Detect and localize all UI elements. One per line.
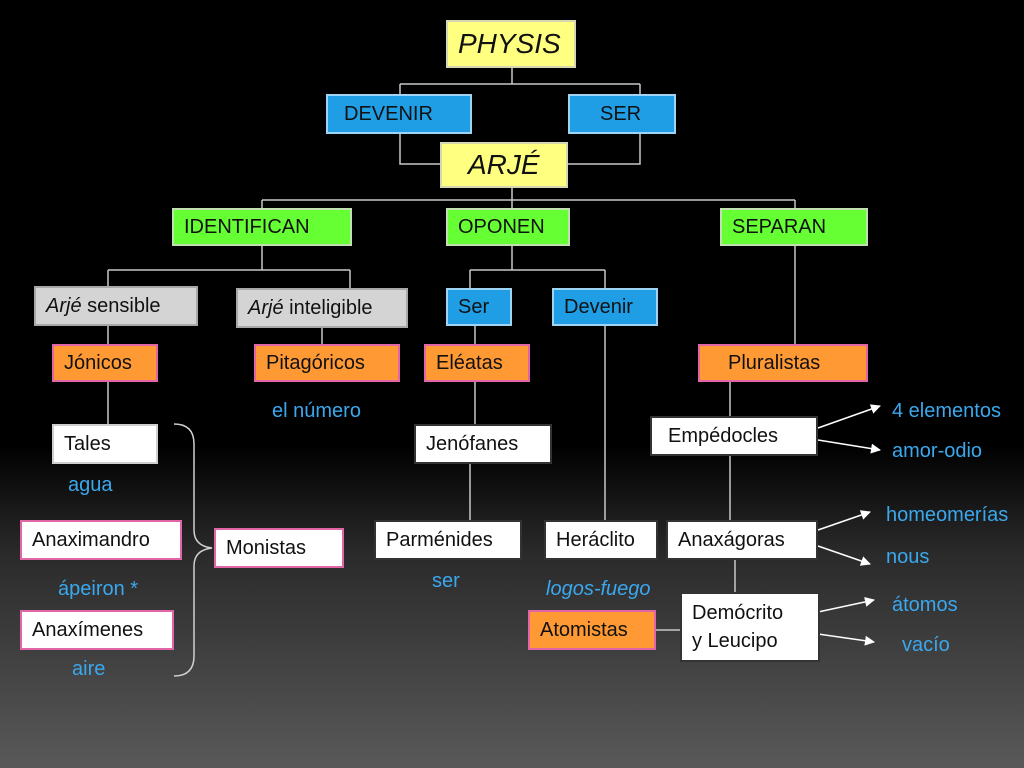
homeomerias-label: homeomerías xyxy=(886,504,1009,526)
oponen-node[interactable]: OPONEN xyxy=(446,208,570,246)
agua-label: agua xyxy=(68,474,113,496)
ser-node[interactable]: Ser xyxy=(446,288,512,326)
anaximandro-node[interactable]: Anaximandro xyxy=(20,520,182,560)
logos-fuego-label: logos-fuego xyxy=(546,578,651,600)
anaximenes-node[interactable]: Anaxímenes xyxy=(20,610,174,650)
physis-node[interactable]: PHYSIS xyxy=(446,20,576,68)
jonicos-node[interactable]: Jónicos xyxy=(52,344,158,382)
identifican-node[interactable]: IDENTIFICAN xyxy=(172,208,352,246)
nous-label: nous xyxy=(886,546,930,568)
parmenides-node[interactable]: Parménides xyxy=(374,520,522,560)
anaxagoras-node[interactable]: Anaxágoras xyxy=(666,520,818,560)
amor-odio-label: amor-odio xyxy=(892,440,983,462)
el-numero-label: el número xyxy=(272,400,361,422)
arje-sensible-node[interactable]: Arjé sensible xyxy=(34,286,198,326)
atomistas-node[interactable]: Atomistas xyxy=(528,610,656,650)
arje-inteligible-emphasis: Arjé xyxy=(248,296,284,319)
cuatro-elementos-label: 4 elementos xyxy=(892,400,1001,422)
arje-inteligible-text: inteligible xyxy=(283,296,373,319)
atomos-label: átomos xyxy=(892,594,958,616)
pitagoricos-node[interactable]: Pitagóricos xyxy=(254,344,400,382)
devenir-node[interactable]: Devenir xyxy=(552,288,658,326)
arje-node[interactable]: ARJÉ xyxy=(440,142,568,188)
vacio-label: vacío xyxy=(902,634,950,656)
separan-node[interactable]: SEPARAN xyxy=(720,208,868,246)
ser-lower-label: ser xyxy=(432,570,460,592)
apeiron-label: ápeiron * xyxy=(58,578,139,600)
empedocles-node[interactable]: Empédocles xyxy=(650,416,818,456)
democrito-line: Demócrito xyxy=(692,602,784,624)
monistas-node[interactable]: Monistas xyxy=(214,528,344,568)
aire-label: aire xyxy=(72,658,106,680)
ser-top-node[interactable]: SER xyxy=(568,94,676,134)
jenofanes-node[interactable]: Jenófanes xyxy=(414,424,552,464)
tales-node[interactable]: Tales xyxy=(52,424,158,464)
heraclito-node[interactable]: Heráclito xyxy=(544,520,658,560)
arje-inteligible-node[interactable]: Arjé inteligible xyxy=(236,288,408,328)
pluralistas-node[interactable]: Pluralistas xyxy=(698,344,868,382)
democrito-leucipo-node[interactable]: Demócrito y Leucipo xyxy=(680,592,820,662)
arje-sensible-text: sensible xyxy=(81,294,161,317)
leucipo-line: y Leucipo xyxy=(692,630,778,652)
devenir-top-node[interactable]: DEVENIR xyxy=(326,94,472,134)
arje-sensible-emphasis: Arjé xyxy=(46,294,82,317)
eleatas-node[interactable]: Eléatas xyxy=(424,344,530,382)
